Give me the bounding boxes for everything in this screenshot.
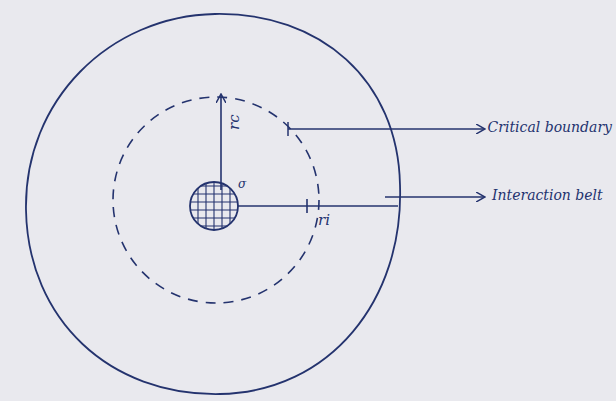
critical-leader — [288, 128, 484, 130]
callout-label: Critical boundary — [488, 120, 612, 135]
ri-tick — [306, 199, 308, 213]
radius-label: ri — [318, 212, 330, 229]
central-sphere — [190, 182, 238, 230]
critical-circle — [113, 97, 319, 303]
callout-label: Interaction belt — [492, 188, 603, 203]
critical-leader-tick — [287, 122, 289, 136]
symbol-label: σ — [238, 178, 246, 191]
interaction-leader — [385, 196, 484, 198]
rc-radius-arrow — [220, 95, 222, 190]
radius-label: rc — [226, 114, 243, 130]
sphere-hatching — [190, 180, 238, 232]
ri-radius-line — [238, 205, 398, 207]
outer-boundary — [26, 14, 400, 394]
